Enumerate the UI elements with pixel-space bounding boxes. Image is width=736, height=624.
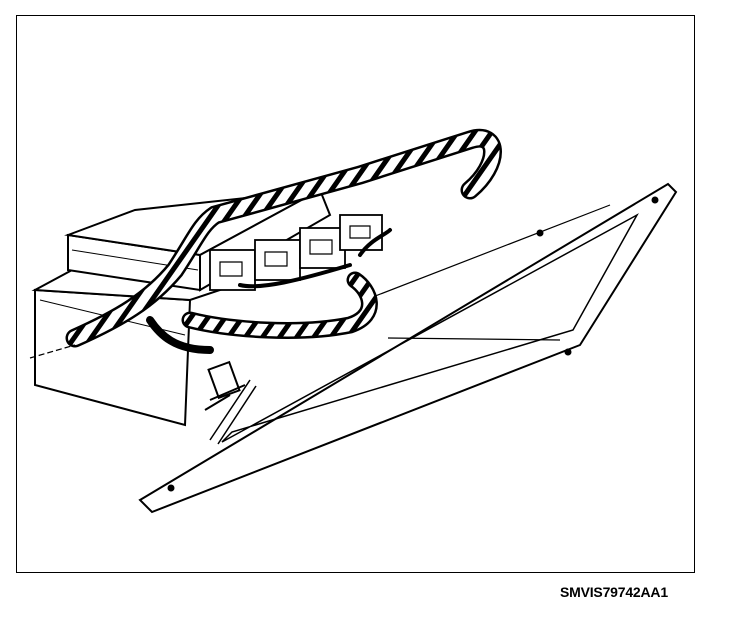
mounting-plate xyxy=(138,182,678,514)
relay-connectors xyxy=(209,214,383,291)
pigtail-connector xyxy=(204,360,246,411)
leader-line xyxy=(29,344,76,359)
figure-code: SMVIS79742AA1 xyxy=(560,584,668,600)
wiring-harness xyxy=(65,128,502,354)
